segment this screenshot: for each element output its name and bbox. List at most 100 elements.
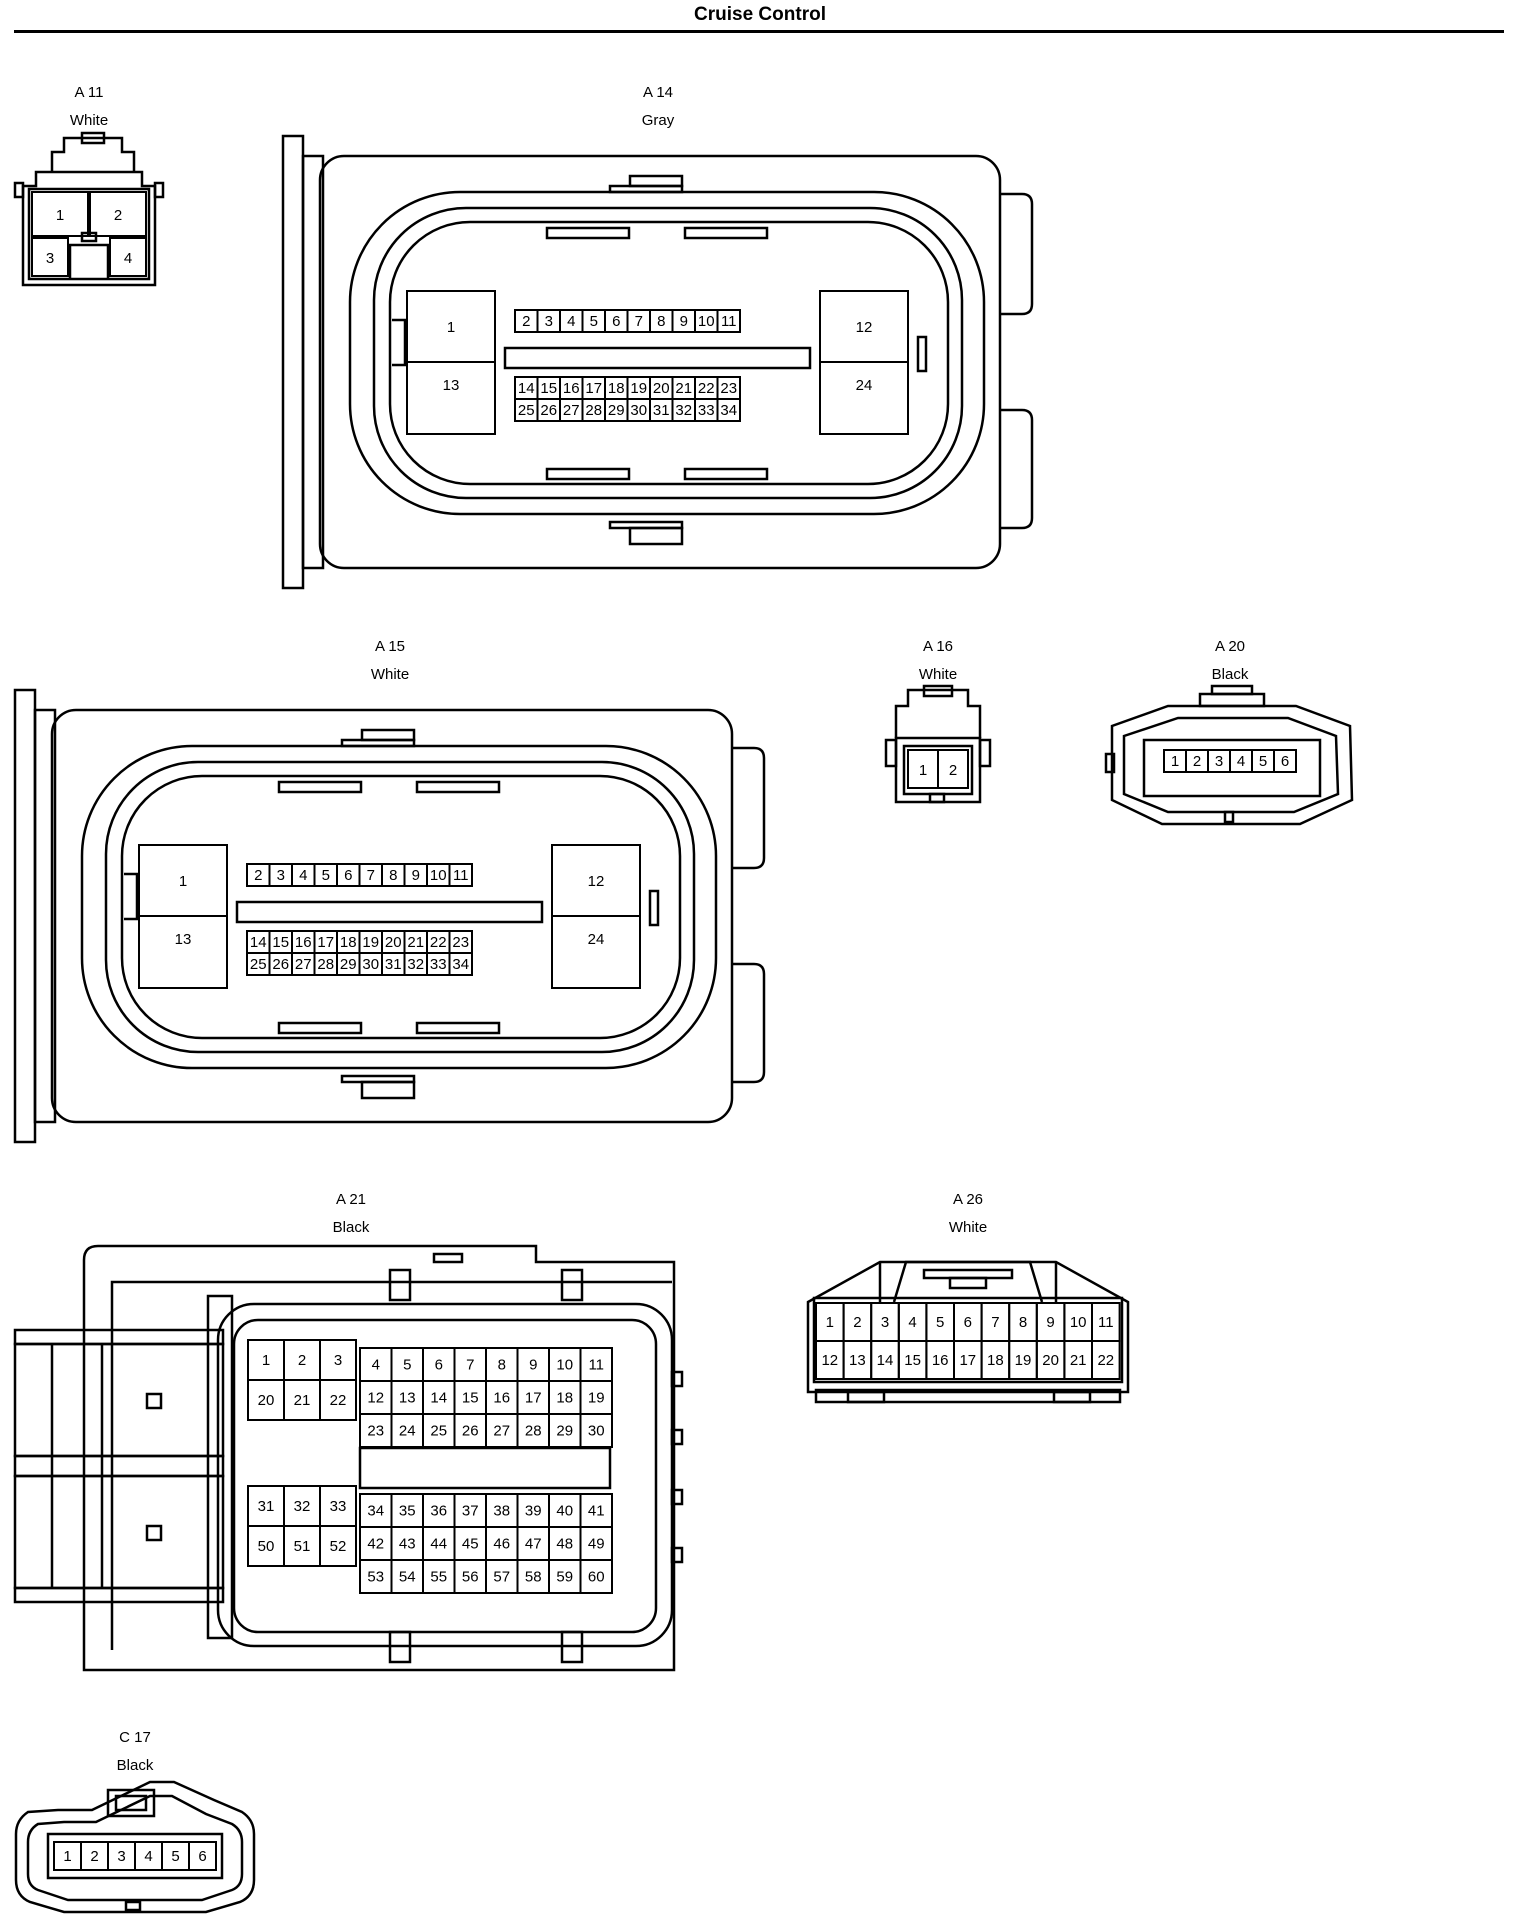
pin-label: 9	[680, 313, 688, 330]
pin-label: 9	[1046, 1314, 1054, 1331]
pin-label: 1	[447, 319, 455, 336]
pin-label: 5	[403, 1357, 411, 1374]
pin-label: 4	[567, 313, 575, 330]
pin-label: 57	[493, 1569, 510, 1586]
connector-a21-id: A 21	[335, 1191, 367, 1208]
pin-label: 33	[430, 956, 447, 973]
pin-cell	[1091, 1340, 1121, 1380]
pin-label: 27	[295, 956, 312, 973]
pin-cell	[89, 191, 147, 237]
pin-cell	[716, 309, 741, 333]
pin-label: 4	[1237, 753, 1245, 770]
pin-label: 16	[563, 380, 580, 397]
pin-label: 14	[250, 934, 267, 951]
pin-label: 3	[117, 1848, 125, 1865]
pin-cell	[319, 1525, 357, 1567]
pin-label: 13	[443, 377, 460, 394]
pin-label: 5	[171, 1848, 179, 1865]
pin-label: 32	[294, 1498, 311, 1515]
pin-label: 24	[856, 377, 873, 394]
pin-label: 10	[698, 313, 715, 330]
pin-label: 33	[330, 1498, 347, 1515]
pin-label: 1	[63, 1848, 71, 1865]
pin-label: 38	[493, 1503, 510, 1520]
pin-label: 2	[853, 1314, 861, 1331]
pin-label: 2	[298, 1352, 306, 1369]
pin-label: 21	[1070, 1352, 1087, 1369]
pin-label: 29	[608, 402, 625, 419]
title-rule	[14, 30, 1504, 33]
pin-label: 13	[849, 1352, 866, 1369]
pin-label: 19	[630, 380, 647, 397]
pin-label: 18	[340, 934, 357, 951]
pin-label: 29	[556, 1423, 573, 1440]
pin-label: 6	[964, 1314, 972, 1331]
pin-label: 25	[250, 956, 267, 973]
pin-label: 6	[612, 313, 620, 330]
pin-label: 5	[1259, 753, 1267, 770]
pin-label: 4	[299, 867, 307, 884]
pin-label: 8	[657, 313, 665, 330]
pin-cell	[319, 1379, 357, 1421]
pin-label: 21	[407, 934, 424, 951]
pin-label: 16	[493, 1390, 510, 1407]
connector-a14-color: Gray	[641, 112, 675, 129]
pin-label: 22	[1097, 1352, 1114, 1369]
pin-label: 14	[877, 1352, 894, 1369]
pin-label: 31	[653, 402, 670, 419]
pin-label: 24	[399, 1423, 416, 1440]
pin-label: 18	[556, 1390, 573, 1407]
pin-label: 17	[585, 380, 602, 397]
pin-cell	[716, 398, 741, 422]
pin-label: 10	[1070, 1314, 1087, 1331]
pin-label: 47	[525, 1536, 542, 1553]
pin-label: 3	[881, 1314, 889, 1331]
pin-label: 17	[959, 1352, 976, 1369]
pin-label: 27	[493, 1423, 510, 1440]
pin-label: 14	[430, 1390, 447, 1407]
pin-label: 11	[453, 867, 469, 884]
pin-label: 3	[334, 1352, 342, 1369]
pin-label: 21	[294, 1392, 311, 1409]
pin-label: 19	[362, 934, 379, 951]
pin-label: 4	[124, 250, 132, 267]
pin-label: 9	[412, 867, 420, 884]
pin-label: 28	[317, 956, 334, 973]
pin-label: 7	[367, 867, 375, 884]
pin-cell	[109, 237, 147, 277]
pin-label: 18	[608, 380, 625, 397]
pin-label: 50	[258, 1538, 275, 1555]
pin-label: 25	[518, 402, 535, 419]
pin-label: 52	[330, 1538, 347, 1555]
pin-label: 22	[430, 934, 447, 951]
pin-label: 2	[90, 1848, 98, 1865]
pin-label: 60	[588, 1569, 605, 1586]
pin-label: 3	[277, 867, 285, 884]
pin-label: 16	[295, 934, 312, 951]
pin-label: 6	[344, 867, 352, 884]
pin-label: 11	[1098, 1314, 1114, 1331]
pin-cell	[579, 1413, 613, 1448]
pin-label: 23	[720, 380, 737, 397]
pin-cell	[448, 863, 473, 887]
connector-c17-color: Black	[116, 1757, 154, 1774]
pin-label: 37	[462, 1503, 479, 1520]
pin-label: 58	[525, 1569, 542, 1586]
pin-label: 18	[987, 1352, 1004, 1369]
pin-label: 46	[493, 1536, 510, 1553]
pin-label: 6	[435, 1357, 443, 1374]
pin-label: 1	[179, 873, 187, 890]
pin-cell	[448, 952, 473, 976]
pin-label: 32	[407, 956, 424, 973]
pin-label: 20	[258, 1392, 275, 1409]
connector-a15-id: A 15	[374, 638, 406, 655]
pin-label: 16	[932, 1352, 949, 1369]
pin-label: 33	[698, 402, 715, 419]
pin-label: 34	[452, 956, 469, 973]
pin-label: 28	[525, 1423, 542, 1440]
